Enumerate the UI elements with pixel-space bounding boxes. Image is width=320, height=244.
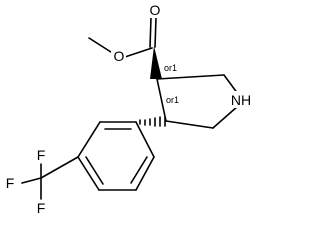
ring-bond-c2-n	[223, 74, 239, 95]
phenyl-ring	[77, 121, 155, 191]
ring-bond-c5-c4	[165, 120, 214, 129]
phenyl-inner-bond-c	[130, 156, 148, 184]
phenyl-bond-3	[77, 156, 100, 191]
fluorine-left-label: F	[6, 175, 15, 191]
aryl-cf3-bond	[40, 156, 79, 179]
chemical-structure-diagram: O O NH F F F or1 or1	[3, 2, 254, 216]
ring-nitrogen-label: NH	[231, 92, 251, 108]
wedge-bond-c3-ester	[150, 46, 162, 79]
ring-bond-c3-c2	[156, 74, 225, 80]
methyl-ester-group	[88, 17, 157, 58]
fluorine-top-label: F	[37, 147, 46, 163]
phenyl-bond-5	[135, 156, 155, 191]
hash-bond-c4-aryl	[139, 116, 166, 127]
carbonyl-double-bond-a	[149, 17, 152, 48]
ring-bond-c4-c3	[156, 78, 167, 122]
phenyl-inner-bond-b	[85, 156, 104, 185]
pyrrolidine-ring	[156, 74, 239, 129]
phenyl-bond-6	[135, 121, 155, 158]
atom-labels: O O NH F F F	[3, 2, 254, 216]
stereo-label-c3: or1	[164, 63, 177, 73]
o-carbonyl-carbon-bond	[124, 47, 153, 58]
ester-oxygen-label: O	[114, 48, 125, 64]
fluorine-bottom-label: F	[37, 200, 46, 216]
carbonyl-oxygen-label: O	[150, 2, 161, 18]
trifluoromethyl-group	[21, 156, 79, 200]
c-f-bond-left	[21, 177, 42, 184]
methyl-o-bond	[88, 37, 115, 55]
carbonyl-double-bond-b	[154, 17, 157, 48]
stereo-descriptors: or1 or1	[164, 63, 179, 105]
stereo-label-c4: or1	[166, 95, 179, 105]
ring-bond-n-c5	[212, 105, 239, 129]
phenyl-bond-2	[77, 121, 101, 158]
